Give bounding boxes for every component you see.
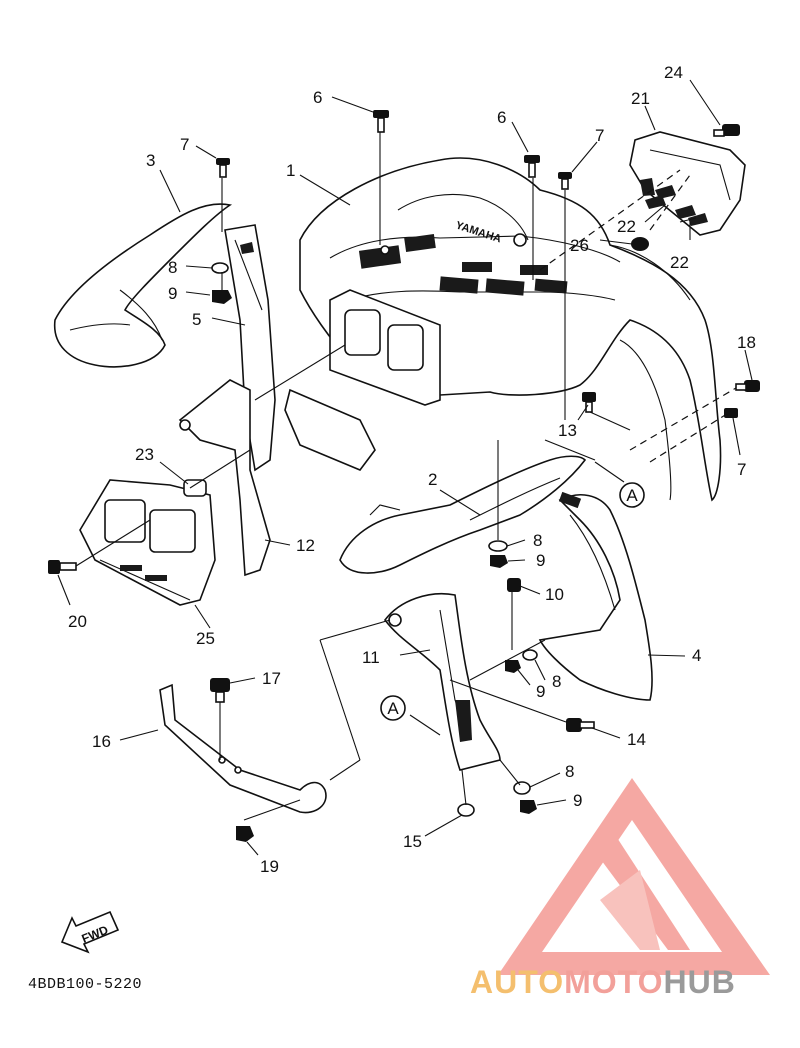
label-part-3: 3: [146, 151, 155, 170]
leader-lines: [57, 79, 753, 856]
label-part-9-right: 9: [536, 682, 545, 701]
label-part-5: 5: [192, 310, 201, 329]
label-part-19: 19: [260, 857, 279, 876]
watermark-auto: AUTO: [470, 964, 565, 1000]
label-part-6-left: 6: [313, 88, 322, 107]
label-part-22-left: 22: [617, 217, 636, 236]
watermark-hub: HUB: [663, 964, 736, 1000]
label-part-4: 4: [692, 646, 701, 665]
front-fender-main: YAMAHA: [299, 157, 722, 502]
label-part-23: 23: [135, 445, 154, 464]
fwd-arrow-icon: FWD: [60, 910, 120, 954]
label-part-1: 1: [286, 161, 295, 180]
label-part-6-right: 6: [497, 108, 506, 127]
label-part-9-mid: 9: [536, 551, 545, 570]
label-part-9-low: 9: [573, 791, 582, 810]
watermark-moto: MOTO: [564, 964, 664, 1000]
label-part-16: 16: [92, 732, 111, 751]
label-part-10: 10: [545, 585, 564, 604]
label-part-25: 25: [196, 629, 215, 648]
label-part-18: 18: [737, 333, 756, 352]
label-part-14: 14: [627, 730, 646, 749]
callout-a-upper: A: [619, 482, 645, 508]
label-part-15: 15: [403, 832, 422, 851]
label-part-8-mid: 8: [533, 531, 542, 550]
side-panel-11: [383, 592, 501, 771]
left-side-guard: [53, 203, 233, 368]
bracket-16: [159, 683, 327, 814]
label-part-7-right: 7: [737, 460, 746, 479]
label-part-8-low: 8: [565, 762, 574, 781]
watermark-logo-icon: [498, 778, 770, 975]
assembly-lines: [75, 132, 737, 821]
right-side-guard-4: [538, 491, 653, 701]
label-part-7-top: 7: [595, 126, 604, 145]
headlight-housing: [329, 289, 441, 406]
clips-22: [645, 185, 708, 226]
label-part-2: 2: [428, 470, 437, 489]
label-part-26: 26: [570, 236, 589, 255]
label-part-20: 20: [68, 612, 87, 631]
callout-a-lower: A: [380, 695, 406, 721]
lower-guard-2: [339, 455, 587, 574]
label-part-13: 13: [558, 421, 577, 440]
label-part-22-right: 22: [670, 253, 689, 272]
label-part-9-left: 9: [168, 284, 177, 303]
part-labels: 6 6 7 7 7 3 1 24 21 8 9 5 22 26 22 18 13…: [68, 63, 756, 876]
svg-text:A: A: [387, 699, 399, 718]
label-part-21: 21: [631, 89, 650, 108]
headlight-frame-25: [79, 479, 216, 606]
cover-21: [629, 131, 746, 236]
fasteners: [48, 110, 760, 842]
label-part-8-left: 8: [168, 258, 177, 277]
label-part-8-right: 8: [552, 672, 561, 691]
label-part-12: 12: [296, 536, 315, 555]
label-part-7-left: 7: [180, 135, 189, 154]
left-bracket-5: [224, 224, 276, 472]
label-part-17: 17: [262, 669, 281, 688]
drawing-code: 4BDB100-5220: [28, 976, 143, 993]
panel-12: [178, 379, 376, 577]
label-part-24: 24: [664, 63, 683, 82]
watermark-text: AUTOMOTOHUB: [470, 964, 736, 1001]
label-part-11: 11: [362, 648, 380, 667]
svg-text:A: A: [626, 486, 638, 505]
